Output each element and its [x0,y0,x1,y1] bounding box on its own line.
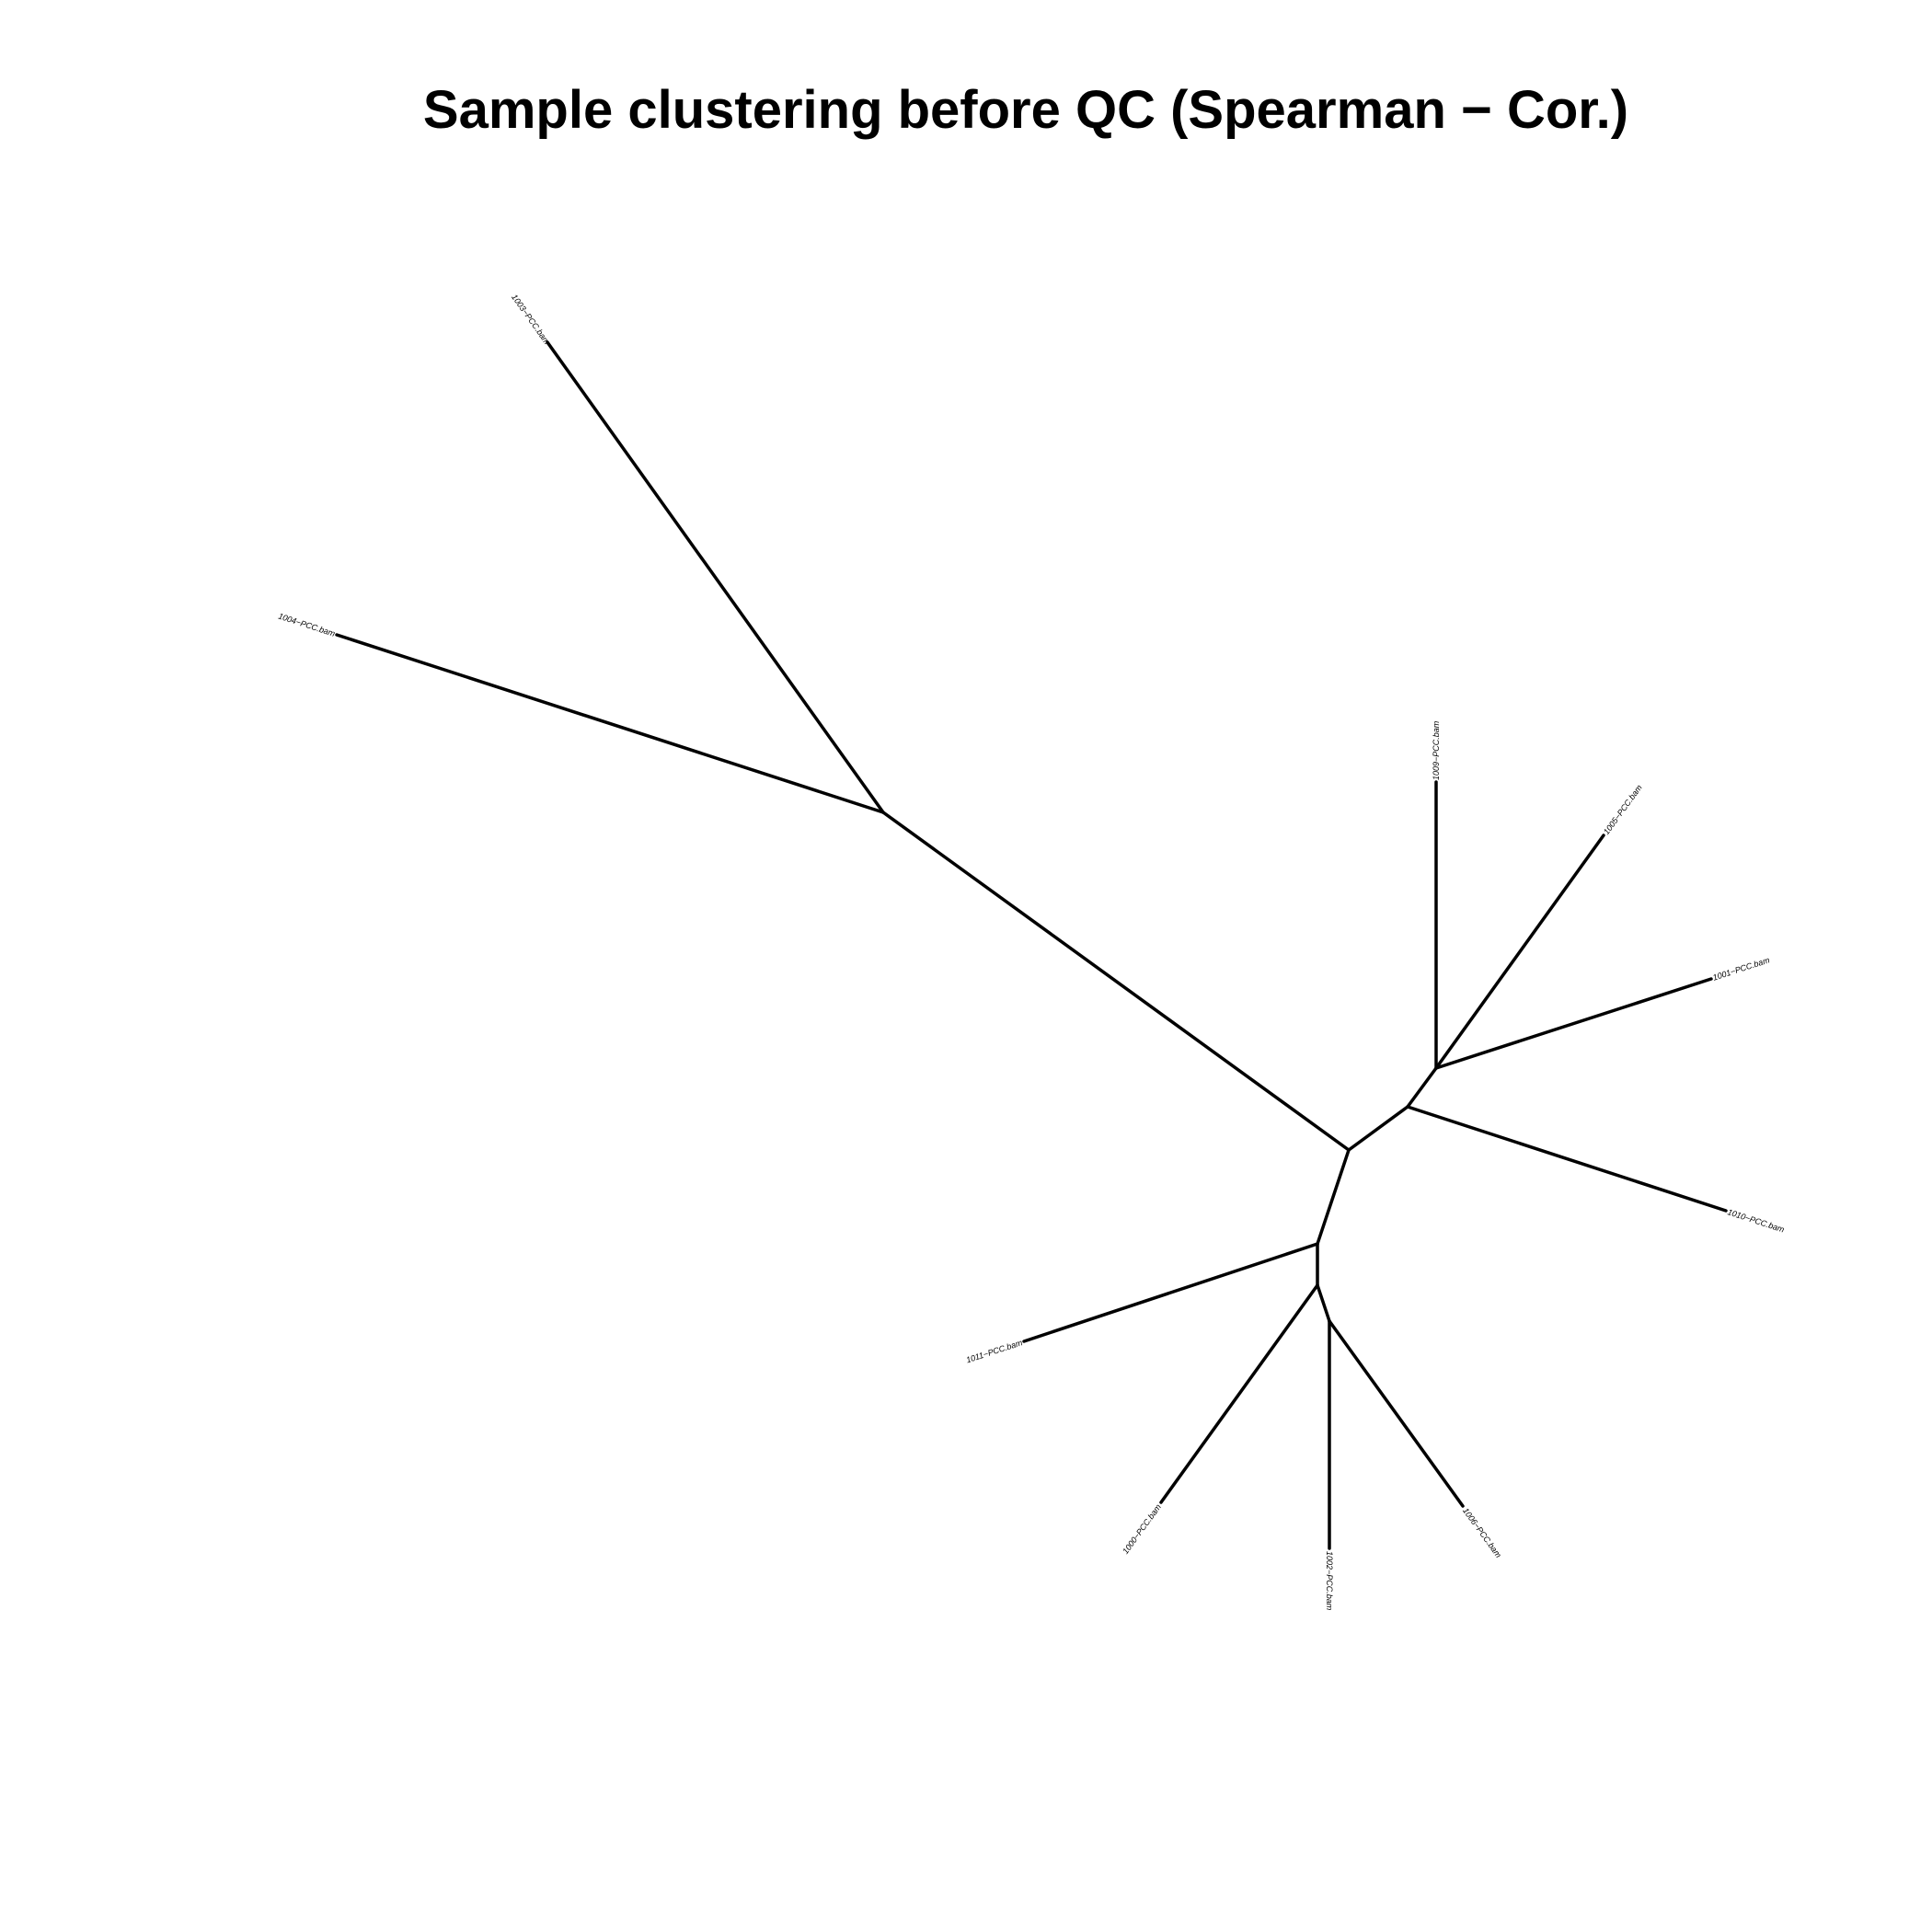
tip-label-1001: 1001−PCC.bam [1711,955,1771,983]
tip-label-1000: 1000−PCC.bam [1121,1502,1163,1556]
branch-internal-c [1406,1066,1438,1109]
tip-label-1003: 1003−PCC.bam [510,293,552,347]
branch-1006 [1328,1319,1465,1508]
branch-internal-b [1347,1105,1409,1152]
branch-1010 [1406,1105,1728,1213]
figure-title: Sample clustering before QC (Spearman − … [422,80,1629,140]
tip-label-1002: 1002−PCC.bam [1325,1551,1334,1611]
branch-1004 [335,633,885,814]
branch-1003 [546,340,885,814]
tree-branches [335,340,1728,1550]
branch-internal-f [1316,1283,1331,1323]
tip-labels: 1003−PCC.bam 1004−PCC.bam 1009−PCC.bam 1… [277,293,1786,1611]
tip-label-1004: 1004−PCC.bam [277,612,337,639]
branch-1000 [1159,1283,1319,1504]
branch-1005 [1434,834,1605,1070]
branch-1001 [1434,977,1713,1070]
branch-internal-d [1316,1148,1351,1246]
tip-label-1005: 1005−PCC.bam [1602,783,1644,836]
tip-label-1010: 1010−PCC.bam [1726,1207,1786,1235]
tip-label-1006: 1006−PCC.bam [1461,1506,1503,1559]
tip-label-1009: 1009−PCC.bam [1432,720,1441,780]
tip-label-1011: 1011−PCC.bam [965,1338,1024,1364]
branch-internal-a [881,811,1351,1152]
branch-1011 [1022,1242,1319,1343]
